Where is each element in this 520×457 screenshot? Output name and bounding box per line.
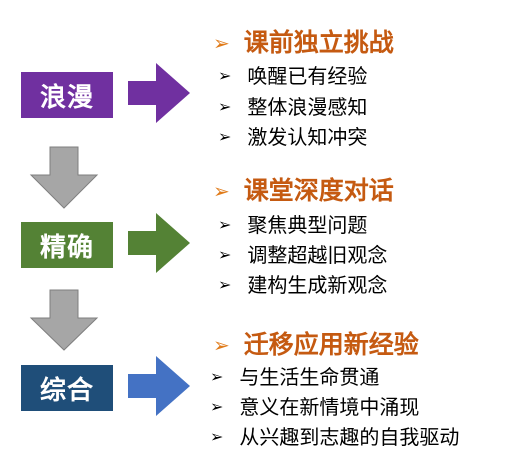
list-item: ➢ 激发认知冲突 bbox=[218, 127, 367, 147]
list-item: ➢ 调整超越旧观念 bbox=[218, 245, 387, 265]
right-arrow-synthesis bbox=[128, 356, 190, 416]
section-heading-text: 课堂深度对话 bbox=[243, 176, 394, 205]
list-item-text: 聚焦典型问题 bbox=[247, 213, 368, 237]
stage-label-synthesis: 综合 bbox=[39, 375, 94, 406]
down-arrow-1 bbox=[29, 146, 99, 209]
list-item: ➢ 整体浪漫感知 bbox=[218, 97, 367, 117]
list-item: ➢ 意义在新情境中涌现 bbox=[210, 397, 419, 417]
arrowhead-bullet-icon: ➢ bbox=[213, 332, 230, 357]
stage-label-romance: 浪漫 bbox=[39, 82, 94, 113]
arrowhead-bullet-icon: ➢ bbox=[210, 367, 224, 386]
stage-box-precision: 精确 bbox=[21, 222, 113, 268]
list-item-text: 建构生成新观念 bbox=[247, 273, 388, 297]
right-arrow-romance bbox=[128, 63, 190, 123]
arrowhead-bullet-icon: ➢ bbox=[213, 30, 230, 55]
section-heading-text: 课前独立挑战 bbox=[243, 28, 394, 57]
section-heading-3: ➢ 迁移应用新经验 bbox=[213, 332, 419, 357]
section-heading-2: ➢ 课堂深度对话 bbox=[213, 178, 394, 203]
list-item-text: 整体浪漫感知 bbox=[247, 95, 368, 119]
arrowhead-bullet-icon: ➢ bbox=[218, 127, 232, 146]
arrowhead-bullet-icon: ➢ bbox=[210, 397, 224, 416]
list-item: ➢ 与生活生命贯通 bbox=[210, 367, 379, 387]
arrowhead-bullet-icon: ➢ bbox=[218, 245, 232, 264]
stage-box-romance: 浪漫 bbox=[21, 72, 113, 118]
list-item-text: 意义在新情境中涌现 bbox=[239, 395, 420, 419]
list-item: ➢ 聚焦典型问题 bbox=[218, 215, 367, 235]
stage-label-precision: 精确 bbox=[39, 232, 94, 263]
down-arrow-2 bbox=[29, 289, 99, 351]
arrowhead-bullet-icon: ➢ bbox=[218, 66, 232, 85]
arrowhead-bullet-icon: ➢ bbox=[218, 275, 232, 294]
arrowhead-bullet-icon: ➢ bbox=[210, 427, 224, 446]
list-item-text: 与生活生命贯通 bbox=[239, 365, 380, 389]
section-heading-text: 迁移应用新经验 bbox=[243, 330, 419, 359]
arrowhead-bullet-icon: ➢ bbox=[218, 215, 232, 234]
list-item-text: 调整超越旧观念 bbox=[247, 243, 388, 267]
list-item-text: 唤醒已有经验 bbox=[247, 64, 368, 88]
arrowhead-bullet-icon: ➢ bbox=[213, 178, 230, 203]
list-item: ➢ 从兴趣到志趣的自我驱动 bbox=[210, 427, 459, 447]
list-item-text: 激发认知冲突 bbox=[247, 125, 368, 149]
list-item: ➢ 建构生成新观念 bbox=[218, 275, 387, 295]
stage-box-synthesis: 综合 bbox=[21, 365, 113, 411]
arrowhead-bullet-icon: ➢ bbox=[218, 97, 232, 116]
list-item: ➢ 唤醒已有经验 bbox=[218, 66, 367, 86]
right-arrow-precision bbox=[128, 213, 190, 273]
section-heading-1: ➢ 课前独立挑战 bbox=[213, 30, 394, 55]
list-item-text: 从兴趣到志趣的自我驱动 bbox=[239, 425, 460, 449]
